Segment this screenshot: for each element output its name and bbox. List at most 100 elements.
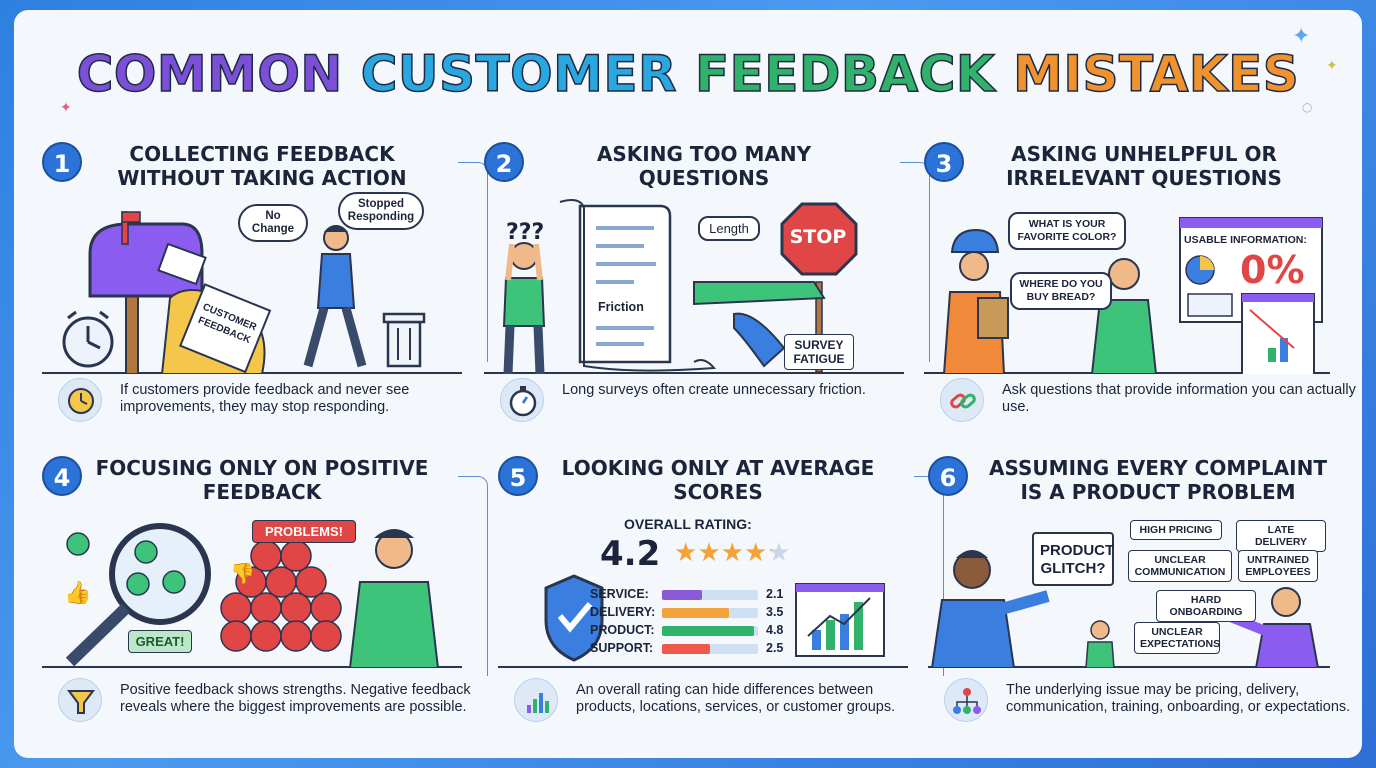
panel-title: Asking unhelpful or irrelevant questions — [1006, 142, 1282, 190]
rating-bar-track — [662, 608, 758, 618]
panel-footer: The underlying issue may be pricing, del… — [944, 678, 1364, 758]
survey-scene — [502, 199, 858, 375]
panel-description: Long surveys often create unnecessary fr… — [562, 382, 866, 398]
panel-connector — [900, 162, 930, 362]
buy-bread-bubble: WHERE DO YOU BUY BREAD? — [1010, 272, 1112, 310]
title-word-feedback: FEEDBACK — [694, 44, 996, 104]
rating-row: DELIVERY: 3.5 — [590, 604, 820, 622]
mailbox-scene: CUSTOMER FEEDBACK — [62, 211, 426, 375]
long-survey-scroll — [559, 199, 717, 372]
envelope-icon — [157, 242, 207, 286]
panel-header: 2 Asking too many questions — [484, 142, 924, 202]
rating-label: DELIVERY: — [590, 605, 656, 619]
rating-row: SUPPORT:2.5 — [590, 640, 820, 658]
positive-feedback-scene: 👍 👎 — [64, 523, 440, 669]
stopped-responding-bubble: Stopped Responding — [338, 192, 424, 230]
growth-chart-window — [795, 583, 885, 657]
complaint-cause-tag: LATE DELIVERY — [1236, 520, 1326, 552]
sparkle-icon: ✦ — [1326, 58, 1338, 74]
overall-rating-label: OVERALL RATING: — [624, 516, 752, 532]
panel-5: 5 Looking only at average scores OVERALL… — [498, 456, 944, 768]
alarm-clock-icon — [62, 310, 114, 368]
star-icon: ★ — [767, 538, 791, 568]
worker-person — [942, 228, 1009, 375]
title-word-common: COMMON — [76, 44, 343, 104]
negative-feedback-pile — [220, 540, 342, 652]
panel-2: 2 Asking too many questions — [484, 142, 930, 472]
panel-footer: Ask questions that provide information y… — [940, 378, 1360, 458]
complaint-cause-tag: UNTRAINED EMPLOYEES — [1238, 550, 1318, 582]
panel-header: 4 Focusing only on positive feedback — [42, 456, 482, 516]
trash-can-icon — [382, 312, 426, 368]
no-change-bubble: No Change — [238, 204, 308, 242]
stop-sign-label: STOP — [789, 226, 847, 248]
stop-sign-icon — [780, 202, 858, 373]
customer-person — [1090, 258, 1158, 375]
feedback-paper: CUSTOMER FEEDBACK — [179, 283, 272, 374]
problems-label: PROBLEMS! — [252, 520, 356, 543]
panel-header: 6 Assuming every complaint is a product … — [928, 456, 1368, 516]
panel-title: Collecting feedback without taking actio… — [117, 142, 407, 190]
sparkle-icon: ✦ — [1292, 24, 1311, 49]
stopwatch-icon — [500, 378, 544, 422]
complaint-cause-tag: UNCLEAR EXPECTATIONS — [1134, 622, 1220, 654]
step-number-badge: 5 — [498, 456, 538, 496]
panel-description: If customers provide feedback and never … — [120, 382, 410, 415]
panel-header: 1 Collecting feedback without taking act… — [42, 142, 482, 202]
overall-rating-value: 4.2 — [600, 534, 661, 574]
step-number-badge: 3 — [924, 142, 964, 182]
step-number-badge: 1 — [42, 142, 82, 182]
panel-title: Asking too many questions — [596, 142, 812, 190]
favorite-color-bubble: WHAT IS YOUR FAVORITE COLOR? — [1008, 212, 1126, 250]
complaint-cause-tag: UNCLEAR COMMUNICATION — [1128, 550, 1232, 582]
panel-illustration: 👍 👎 GREAT! PROBLEMS! — [42, 512, 462, 669]
panel-1: 1 Collecting feedback without taking act… — [42, 142, 488, 472]
step-number-badge: 6 — [928, 456, 968, 496]
rating-label: SERVICE: — [590, 587, 649, 601]
panel-title: Assuming every complaint is a product pr… — [989, 456, 1327, 504]
rating-bar-track — [662, 626, 758, 636]
complaint-cause-tag: HARD ONBOARDING — [1156, 590, 1256, 622]
shield-check-icon — [544, 574, 604, 662]
rating-value: 2.1 — [766, 587, 784, 601]
sparkle-icon: ○ — [1302, 100, 1313, 114]
rating-bar-fill — [662, 626, 755, 636]
usable-info-dashboard — [1179, 217, 1323, 379]
star-icon: ★ — [720, 538, 744, 568]
thumbs-down-icon: 👎 — [230, 562, 255, 585]
title-word-mistakes: MISTAKES — [1012, 44, 1300, 104]
complaint-cause-tag: HIGH PRICING — [1130, 520, 1222, 540]
magnifying-glass-icon — [65, 523, 211, 667]
panel-illustration: CUSTOMER FEEDBACK No Change Stopped Resp… — [42, 192, 462, 375]
broken-link-icon — [940, 378, 984, 422]
rating-bar-fill — [662, 608, 730, 618]
panel-illustration: ??? Length Friction STOP SURVEY FATIGUE — [484, 198, 904, 375]
panel-description: The underlying issue may be pricing, del… — [1006, 682, 1351, 715]
walking-person — [303, 225, 367, 368]
length-bubble: Length — [698, 216, 760, 241]
panel-description: Ask questions that provide information y… — [1002, 382, 1356, 415]
rating-label: PRODUCT: — [590, 623, 655, 637]
rating-value: 3.5 — [766, 605, 784, 619]
small-person — [1085, 620, 1115, 669]
panel-description: Positive feedback shows strengths. Negat… — [120, 682, 471, 715]
panel-footer: Positive feedback shows strengths. Negat… — [58, 678, 478, 758]
sparkle-icon: ✦ — [60, 100, 72, 116]
mailbox-icon — [88, 211, 204, 375]
panel-3: 3 Asking unhelpful or irrelevant questio… — [924, 142, 1364, 472]
panel-header: 5 Looking only at average scores — [498, 456, 938, 516]
average-score-scene — [544, 574, 885, 662]
org-chart-icon — [944, 678, 988, 722]
pointing-person — [930, 550, 1050, 669]
great-label: GREAT! — [128, 630, 192, 653]
rating-bar-track — [662, 590, 758, 600]
panel-connector — [458, 162, 488, 362]
rating-bar-fill — [662, 644, 710, 654]
panel-footer: An overall rating can hide differences b… — [514, 678, 934, 758]
rating-value: 4.8 — [766, 623, 784, 637]
overall-star-rating: ★★★★★ — [674, 538, 791, 568]
panel-title: Looking only at average scores — [561, 456, 875, 504]
panel-title: Focusing only on positive feedback — [95, 456, 429, 504]
